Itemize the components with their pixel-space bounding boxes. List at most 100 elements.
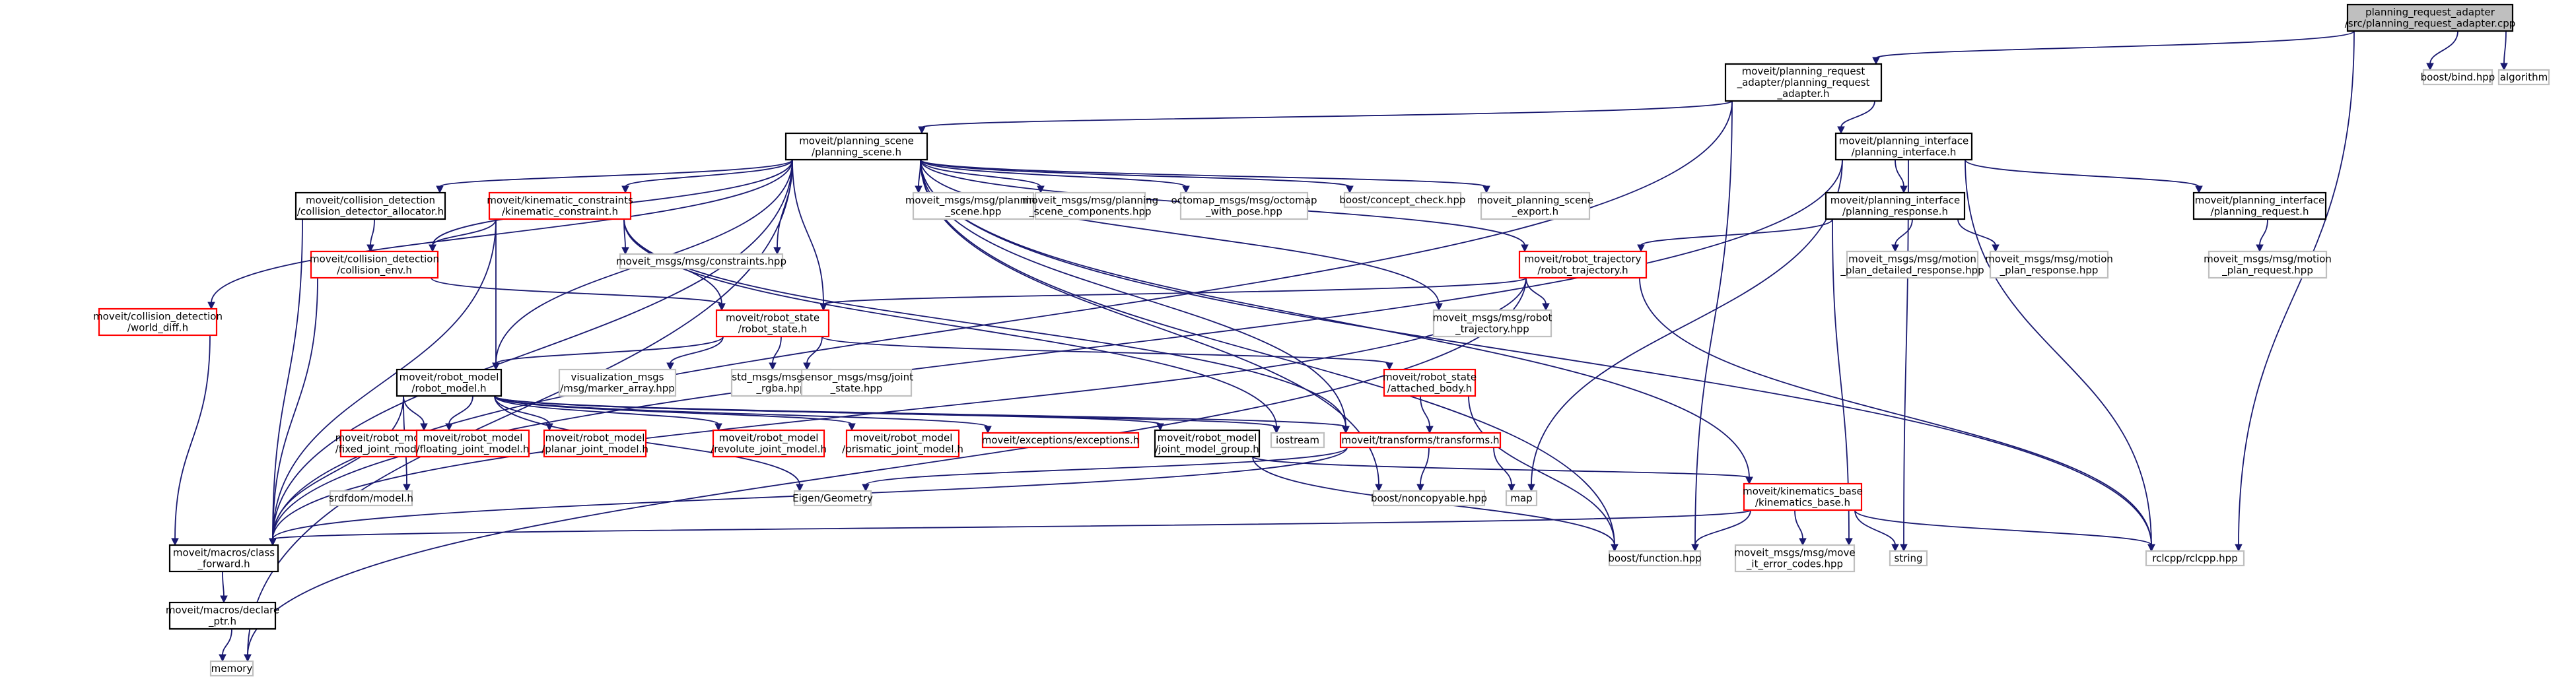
node-rclcpp[interactable]: rclcpp/rclcpp.hpp bbox=[2145, 550, 2245, 567]
node-box bbox=[715, 309, 830, 338]
node-rt-h[interactable]: moveit/robot_trajectory/robot_trajectory… bbox=[1518, 250, 1648, 279]
node-wd-h[interactable]: moveit/collision_detection/world_diff.h bbox=[93, 308, 223, 337]
node-map[interactable]: map bbox=[1505, 490, 1538, 507]
node-fixed[interactable]: moveit/robot_model/fixed_joint_model.h bbox=[335, 429, 435, 458]
edge-line bbox=[2429, 30, 2458, 65]
node-declare-ptr[interactable]: moveit/macros/declare_ptr.h bbox=[166, 601, 279, 630]
edge-line bbox=[1420, 395, 1430, 428]
edge-ps-h-to-mm-constraints bbox=[773, 159, 793, 255]
node-floating[interactable]: moveit/robot_model/floating_joint_model.… bbox=[415, 429, 530, 458]
edge-ps-h-to-rs-h bbox=[792, 159, 827, 311]
node-root[interactable]: planning_request_adapter/src/planning_re… bbox=[2345, 3, 2516, 32]
node-mm-ps[interactable]: moveit_msgs/msg/planning_scene.hpp bbox=[905, 191, 1041, 220]
node-mm-mpr[interactable]: moveit_msgs/msg/motion_plan_response.hpp bbox=[1985, 250, 2113, 279]
node-ab-h[interactable]: moveit/robot_state/attached_body.h bbox=[1383, 368, 1477, 397]
node-mm-rt[interactable]: moveit_msgs/msg/robot_trajectory.hpp bbox=[1433, 309, 1552, 338]
node-mm-mpreq[interactable]: moveit_msgs/msg/motion_plan_request.hpp bbox=[2204, 250, 2332, 279]
node-label-line: /planning_response.h bbox=[1842, 206, 1948, 218]
node-rs-h[interactable]: moveit/robot_state/robot_state.h bbox=[715, 309, 830, 338]
edge-line bbox=[370, 218, 375, 246]
edge-line bbox=[494, 395, 989, 428]
node-box bbox=[1270, 432, 1325, 449]
node-bfunc[interactable]: boost/function.hpp bbox=[1608, 550, 1702, 567]
node-concept[interactable]: boost/concept_check.hpp bbox=[1339, 191, 1466, 209]
edge-arrowhead bbox=[1900, 544, 1908, 552]
node-ps-h[interactable]: moveit/planning_scene/planning_scene.h bbox=[784, 132, 928, 161]
node-preq-h[interactable]: moveit/planning_interface/planning_reque… bbox=[2192, 191, 2327, 220]
edge-pi-h-to-rclcpp bbox=[1965, 159, 2155, 552]
node-label-line: /fixed_joint_model.h bbox=[335, 443, 435, 456]
edge-arrowhead bbox=[862, 484, 870, 492]
node-jmg-h[interactable]: moveit/robot_model/joint_model_group.h bbox=[1154, 429, 1261, 458]
node-box bbox=[488, 191, 632, 220]
node-class-fwd[interactable]: moveit/macros/class_forward.h bbox=[168, 544, 279, 573]
node-prismatic[interactable]: moveit/robot_model/prismatic_joint_model… bbox=[842, 429, 963, 458]
edge-kb-h-to-rclcpp bbox=[1854, 509, 2155, 552]
node-mm-mpdr[interactable]: moveit_msgs/msg/motion_plan_detailed_res… bbox=[1840, 250, 1984, 279]
node-mm-mec[interactable]: moveit_msgs/msg/move_it_error_codes.hpp bbox=[1734, 544, 1856, 573]
node-planar[interactable]: moveit/robot_model/planar_joint_model.h bbox=[541, 429, 648, 458]
node-label-line: /collision_detector_allocator.h bbox=[297, 206, 444, 218]
edge-arrowhead bbox=[718, 303, 726, 311]
node-label-line: boost/function.hpp bbox=[1608, 552, 1701, 564]
node-cenv-h[interactable]: moveit/collision_detection/collision_env… bbox=[310, 250, 439, 279]
node-label-line: moveit/planning_interface bbox=[1839, 135, 1969, 148]
node-pi-h[interactable]: moveit/planning_interface/planning_inter… bbox=[1834, 132, 1973, 161]
edge-line bbox=[272, 395, 404, 540]
node-eigen[interactable]: Eigen/Geometry bbox=[792, 490, 873, 507]
edge-line bbox=[495, 336, 724, 364]
node-label-line: moveit/planning_interface bbox=[1830, 195, 1961, 207]
node-ps-export[interactable]: moveit_planning_scene_export.h bbox=[1477, 191, 1593, 220]
node-srdfdom[interactable]: srdfdom/model.h bbox=[329, 490, 413, 507]
node-octomap[interactable]: octomap_msgs/msg/octomap_with_pose.hpp bbox=[1171, 191, 1317, 220]
edge-line bbox=[431, 277, 722, 305]
node-kc-h[interactable]: moveit/kinematic_constraints/kinematic_c… bbox=[487, 191, 633, 220]
node-mm-constraints[interactable]: moveit_msgs/msg/constraints.hpp bbox=[616, 253, 786, 270]
node-label-line: _forward.h bbox=[197, 558, 250, 571]
node-label-line: srdfdom/model.h bbox=[329, 492, 413, 504]
node-label-line: octomap_msgs/msg/octomap bbox=[1171, 195, 1317, 207]
node-transforms[interactable]: moveit/transforms/transforms.h bbox=[1339, 432, 1502, 449]
node-label-line: _plan_detailed_response.hpp bbox=[1840, 265, 1984, 277]
node-label-line: /planning_request.h bbox=[2211, 206, 2309, 218]
edge-arrowhead bbox=[1992, 244, 2000, 253]
node-box bbox=[543, 429, 647, 458]
edge-line bbox=[865, 447, 1348, 486]
node-box bbox=[1724, 63, 1883, 102]
node-noncopyable[interactable]: boost/noncopyable.hpp bbox=[1371, 490, 1487, 507]
node-mm-psc[interactable]: moveit_msgs/msg/planning_scene_component… bbox=[1022, 191, 1158, 220]
edge-line bbox=[625, 159, 793, 187]
node-iostream[interactable]: iostream bbox=[1270, 432, 1325, 449]
node-algorithm[interactable]: algorithm bbox=[2497, 69, 2550, 86]
edge-line bbox=[1531, 159, 1843, 486]
edge-line bbox=[1694, 100, 1733, 546]
edge-arrowhead bbox=[666, 362, 674, 371]
node-box bbox=[415, 429, 530, 458]
node-box bbox=[209, 660, 254, 677]
node-label-line: moveit/robot_model bbox=[1158, 432, 1257, 445]
edge-arrowhead bbox=[1837, 126, 1845, 135]
node-label-line: _plan_request.hpp bbox=[2221, 265, 2313, 277]
node-box bbox=[1343, 191, 1462, 209]
node-box bbox=[1834, 132, 1973, 161]
node-box bbox=[1518, 250, 1648, 279]
node-cda-h[interactable]: moveit/collision_detection/collision_det… bbox=[295, 191, 446, 220]
node-label-line: moveit/transforms/transforms.h bbox=[1341, 434, 1499, 446]
node-label-line: moveit_msgs/msg/motion bbox=[2204, 253, 2332, 266]
node-pra-h[interactable]: moveit/planning_request_adapter/planning… bbox=[1724, 63, 1883, 102]
node-exceptions[interactable]: moveit/exceptions/exceptions.h bbox=[982, 432, 1140, 449]
node-kb-h[interactable]: moveit/kinematics_base/kinematics_base.h bbox=[1743, 482, 1863, 511]
edge-arrowhead bbox=[1611, 544, 1619, 552]
node-revolute[interactable]: moveit/robot_model/revolute_joint_model.… bbox=[711, 429, 827, 458]
node-label-line: moveit_msgs/msg/motion bbox=[1848, 253, 1976, 266]
node-sensor-js[interactable]: sensor_msgs/msg/joint_state.hpp bbox=[800, 368, 913, 397]
edge-line bbox=[1468, 395, 1615, 546]
node-boost-bind[interactable]: boost/bind.hpp bbox=[2421, 69, 2495, 86]
node-memory[interactable]: memory bbox=[209, 660, 254, 677]
node-rm-h[interactable]: moveit/robot_model/robot_model.h bbox=[396, 368, 503, 397]
node-label-line: boost/noncopyable.hpp bbox=[1371, 492, 1487, 504]
node-string[interactable]: string bbox=[1889, 550, 1928, 567]
node-vis[interactable]: visualization_msgs/msg/marker_array.hpp bbox=[558, 368, 677, 397]
node-label-line: boost/concept_check.hpp bbox=[1339, 194, 1465, 207]
node-pr-h[interactable]: moveit/planning_interface/planning_respo… bbox=[1825, 191, 1966, 220]
